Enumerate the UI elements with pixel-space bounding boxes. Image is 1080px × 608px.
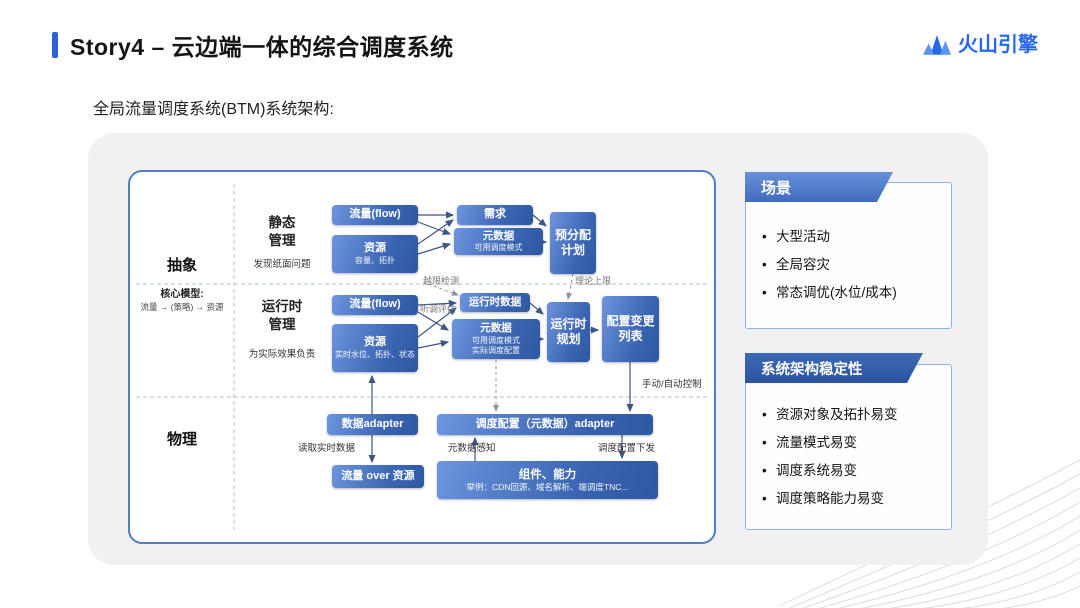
box-flow-over-resource: 流量 over 资源 [332, 465, 424, 488]
stability-item: 调度系统易变 [762, 461, 941, 481]
box-runtime-metadata: 元数据 可用调度模式 实际调度配置 [452, 319, 540, 359]
box-static-resource: 资源 容量、拓扑 [332, 235, 418, 273]
box-sublabel: 可用调度模式 [472, 335, 520, 345]
box-label: 流量 over 资源 [341, 469, 415, 482]
brand-logo: 火山引擎 [923, 32, 1038, 57]
label-listen-eval: 听调评估 [420, 304, 457, 314]
box-sched-config-adapter: 调度配置（元数据）adapter [437, 414, 653, 435]
box-static-demand: 需求 [457, 205, 533, 225]
label-static-sub: 发现纸面问题 [253, 259, 311, 270]
stability-panel-header: 系统架构稳定性 [745, 353, 923, 383]
box-runtime-data: 运行时数据 [460, 293, 530, 312]
label-manual-auto-control: 手动/自动控制 [642, 379, 702, 390]
box-sublabel: 容量、拓扑 [355, 255, 395, 265]
label-physical: 物理 [166, 431, 197, 448]
box-data-adapter: 数据adapter [327, 414, 418, 435]
label-config-deliver: 调度配置下发 [598, 443, 656, 454]
box-label: 数据adapter [341, 417, 404, 430]
title-accent-bar [52, 32, 58, 58]
runtime-management-text: 运行时管理 [261, 299, 303, 332]
page-title: Story4 – 云边端一体的综合调度系统 [70, 34, 454, 60]
box-label: 元数据 [480, 322, 512, 335]
label-theory-limit: 理论上限 [575, 276, 612, 286]
box-static-metadata: 元数据 可用调度模式 [454, 228, 543, 255]
scenario-item: 大型活动 [762, 227, 941, 247]
label-runtime-sub: 为实际效果负责 [248, 349, 316, 360]
core-model-title: 核心模型: [160, 289, 204, 300]
box-runtime-flow: 流量(flow) [332, 295, 418, 315]
label-runtime-management: 运行时管理 [234, 298, 330, 333]
label-read-realtime-data: 读取实时数据 [298, 443, 356, 454]
stability-item: 调度策略能力易变 [762, 489, 941, 509]
box-sublabel: 实时水位、拓扑、状态 [335, 349, 415, 359]
box-config-change-list: 配置变更列表 [602, 296, 659, 362]
scenario-panel-header: 场景 [745, 172, 893, 202]
scenario-item: 常态调优(水位/成本) [762, 283, 941, 303]
core-model-formula: 流量 → (策略) → 资源 [140, 301, 224, 312]
box-label: 运行时规划 [550, 317, 587, 346]
label-metadata-sense: 元数据感知 [448, 443, 496, 454]
box-label: 流量(flow) [349, 208, 401, 221]
volcano-logo-icon [923, 35, 951, 55]
box-static-flow: 流量(flow) [332, 205, 418, 225]
scenario-list: 大型活动 全局容灾 常态调优(水位/成本) [746, 183, 951, 303]
stability-panel: 资源对象及拓扑易变 流量模式易变 调度系统易变 调度策略能力易变 [745, 364, 952, 530]
box-preallocation-plan: 预分配计划 [550, 212, 596, 274]
box-label: 预分配计划 [554, 228, 591, 257]
stability-item: 资源对象及拓扑易变 [762, 405, 941, 425]
box-label: 资源 [364, 242, 386, 255]
box-sublabel: 可用调度模式 [474, 243, 523, 253]
stability-list: 资源对象及拓扑易变 流量模式易变 调度系统易变 调度策略能力易变 [746, 365, 951, 509]
box-label: 元数据 [482, 229, 515, 242]
box-sublabel: 实际调度配置 [472, 345, 520, 355]
box-label: 需求 [484, 208, 506, 221]
box-label: 资源 [364, 336, 386, 349]
label-overlimit-detection: 越限检测 [423, 276, 460, 286]
label-static-management: 静态管理 [234, 214, 330, 249]
slide-header: Story4 – 云边端一体的综合调度系统 [52, 28, 454, 62]
scenario-item: 全局容灾 [762, 255, 941, 275]
box-label: 运行时数据 [468, 295, 522, 308]
box-sublabel: 举例：CDN回源、域名解析、端调度TNC... [466, 481, 629, 492]
box-label: 配置变更列表 [606, 314, 655, 343]
architecture-canvas: 抽象 核心模型: 流量 → (策略) → 资源 物理 静态管理 发现纸面问题 运… [88, 133, 988, 565]
label-abstract: 抽象 [166, 257, 197, 274]
box-component-capability: 组件、能力 举例：CDN回源、域名解析、端调度TNC... [437, 461, 658, 499]
box-runtime-resource: 资源 实时水位、拓扑、状态 [332, 324, 418, 372]
box-label: 流量(flow) [349, 298, 401, 311]
diagram-caption: 全局流量调度系统(BTM)系统架构: [93, 101, 334, 118]
scenario-panel: 大型活动 全局容灾 常态调优(水位/成本) [745, 182, 952, 329]
stability-item: 流量模式易变 [762, 433, 941, 453]
btm-architecture-diagram: 抽象 核心模型: 流量 → (策略) → 资源 物理 静态管理 发现纸面问题 运… [128, 170, 716, 544]
brand-logo-text: 火山引擎 [958, 34, 1038, 56]
label-core-model: 核心模型: 流量 → (策略) → 资源 [132, 288, 232, 313]
box-label: 组件、能力 [518, 468, 577, 481]
static-management-text: 静态管理 [268, 215, 296, 248]
box-label: 调度配置（元数据）adapter [475, 417, 615, 430]
box-runtime-planning: 运行时规划 [547, 302, 590, 362]
